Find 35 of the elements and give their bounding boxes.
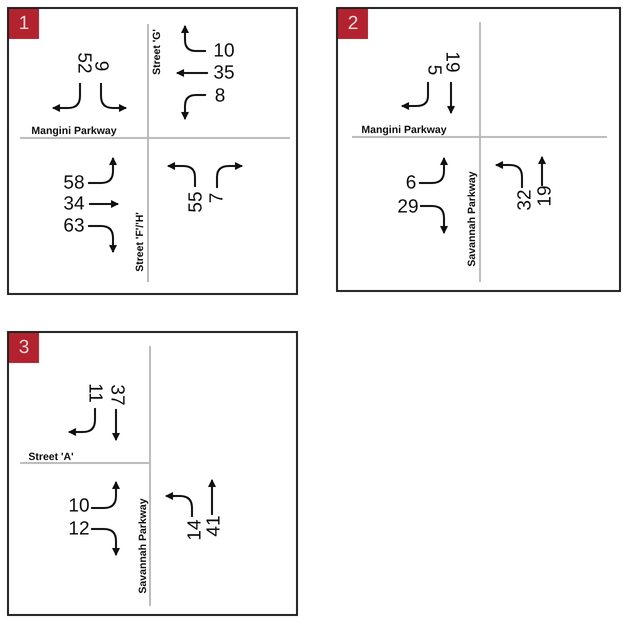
volume-count: 19 <box>536 185 554 207</box>
panel-number: 1 <box>9 9 39 39</box>
street-name: Street 'F'/'H' <box>134 212 146 272</box>
volume-count: 10 <box>213 42 235 60</box>
volume-count: 63 <box>63 216 85 236</box>
volume-count: 9 <box>92 60 110 72</box>
volume-count: 41 <box>204 515 224 537</box>
intersection-panel <box>7 331 298 616</box>
volume-count: 58 <box>63 174 85 192</box>
volume-count: 11 <box>86 383 104 403</box>
volume-count: 52 <box>74 52 94 74</box>
street-name: Street 'G' <box>152 29 162 75</box>
volume-count: 6 <box>406 174 416 192</box>
street-name: Savannah Parkway <box>138 498 148 594</box>
volume-count: 19 <box>442 51 462 73</box>
intersection-panel <box>7 7 298 295</box>
volume-count: 35 <box>213 64 235 82</box>
panel-number: 3 <box>9 333 39 363</box>
volume-count: 34 <box>63 194 85 214</box>
volume-count: 8 <box>214 86 226 106</box>
volume-count: 32 <box>516 189 534 211</box>
panel-number: 2 <box>338 9 368 39</box>
street-name: Savannah Parkway <box>466 171 478 267</box>
street-name: Mangini Parkway <box>31 126 117 136</box>
intersection-panel <box>336 7 621 292</box>
street-name: Mangini Parkway <box>361 124 447 136</box>
volume-count: 29 <box>397 198 419 216</box>
volume-count: 14 <box>186 519 204 541</box>
volume-count: 12 <box>68 520 90 538</box>
volume-count: 7 <box>208 192 226 204</box>
volume-count: 10 <box>68 496 90 516</box>
volume-count: 55 <box>186 191 206 213</box>
volume-count: 37 <box>108 384 126 406</box>
volume-count: 5 <box>424 64 444 76</box>
street-name: Street 'A' <box>28 452 74 462</box>
